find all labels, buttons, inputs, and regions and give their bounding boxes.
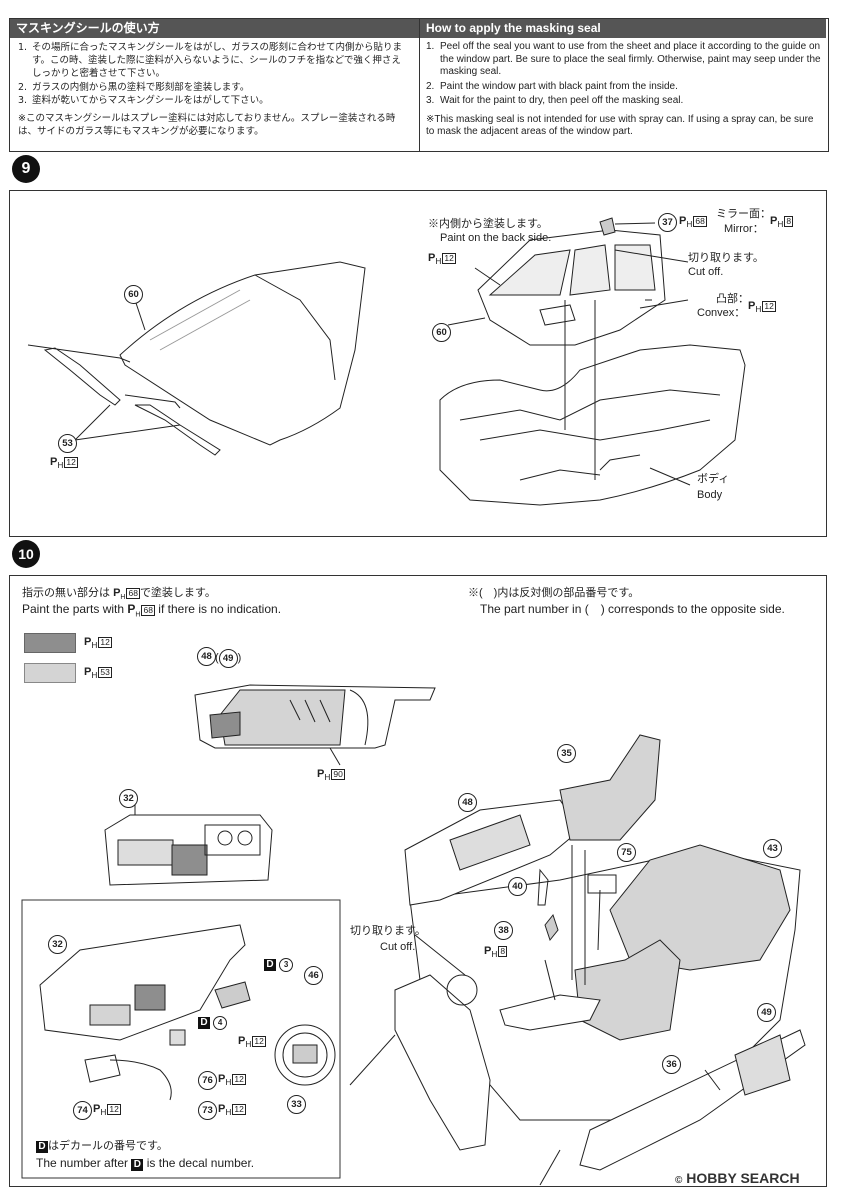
masking-divider <box>419 18 420 151</box>
inset-box <box>21 899 341 1179</box>
part-46-radio: 46 <box>304 966 323 985</box>
part-36-seat: 36 <box>662 1055 681 1074</box>
masking-en-title: How to apply the masking seal <box>420 19 826 38</box>
masking-en-steps: 1.Peel off the seal you want to use from… <box>426 41 822 139</box>
legend-swatch-dark <box>24 633 76 653</box>
dash-cutoff-panel <box>394 974 491 1151</box>
part-32-inset: 32 <box>48 935 67 954</box>
body-outline <box>439 344 746 506</box>
seat-36 <box>574 939 681 1041</box>
part-32-dashboard: 32 <box>119 789 138 808</box>
mirror-face-en: Mirror： <box>724 223 764 235</box>
decal-icon: D <box>198 1017 210 1029</box>
part-33-wheel: 33 <box>287 1095 306 1114</box>
part-49-door: 49 <box>757 1003 776 1022</box>
part-35-seat: 35 <box>557 744 576 763</box>
wiper-right <box>124 394 181 409</box>
seat-35 <box>559 734 661 841</box>
opposite-note-en: The part number in ( ) corresponds to th… <box>480 602 785 616</box>
body-jp: ボディ <box>697 473 730 485</box>
masking-jp-step: 2.ガラスの内側から黒の塗料で彫刻部を塗装します。 <box>18 82 250 93</box>
part-76-bracket: 76 <box>198 1071 217 1090</box>
masking-en-step: 2.Paint the window part with black paint… <box>426 80 678 92</box>
back-side-en: Paint on the back side. <box>440 232 552 244</box>
cutoff-en-10: Cut off. <box>380 941 416 953</box>
body-en: Body <box>697 489 723 501</box>
masking-en-step: 3.Wait for the paint to dry, then peel o… <box>426 95 684 106</box>
part-37-mirror: 37 <box>658 213 677 232</box>
cutoff-jp-10: 切り取ります。 <box>350 925 426 937</box>
windshield-outline <box>119 261 366 446</box>
decal-icon: D <box>131 1159 144 1171</box>
mirror-face-jp: ミラー面： <box>716 208 771 220</box>
cutoff-en: Cut off. <box>688 266 724 278</box>
part-73-mic: 73 <box>198 1101 217 1120</box>
step-10-number: 10 <box>12 540 40 568</box>
decal-icon: D <box>264 959 276 971</box>
step-9-number: 9 <box>12 155 40 183</box>
masking-jp-title: マスキングシールの使い方 <box>10 19 419 38</box>
convex-jp: 凸部： <box>716 293 749 305</box>
part-53-wiper: 53 <box>58 434 77 453</box>
part-48-door: 48 <box>458 793 477 812</box>
legend-swatch-light <box>24 663 76 683</box>
masking-en-note: ※This masking seal is not intended for u… <box>426 113 814 138</box>
decal-note-en: The number after D is the decal number. <box>36 1156 255 1171</box>
part-74-cb: 74 <box>73 1101 92 1120</box>
part-49-opposite: (49) <box>215 649 241 668</box>
step-9-panel <box>9 190 827 537</box>
part-60-windshield: 60 <box>124 285 143 304</box>
part-60-window: 60 <box>432 323 451 342</box>
opposite-note-jp: ※( )内は反対側の部品番号です。 <box>468 587 640 599</box>
part-75-shifter: 75 <box>617 843 636 862</box>
masking-jp-step: 3.塗料が乾いてからマスキングシールをはがして下さい。 <box>18 95 269 106</box>
part-48-door-label: 48 <box>197 647 216 666</box>
convex-en: Convex： <box>697 307 746 319</box>
part-40-lever: 40 <box>508 877 527 896</box>
decal-icon: D <box>36 1141 48 1153</box>
mirror-part <box>599 217 616 236</box>
masking-en-step: 1.Peel off the seal you want to use from… <box>426 41 821 77</box>
back-side-jp: ※内側から塗装します。 <box>428 218 548 230</box>
step-10-panel <box>9 575 827 1187</box>
masking-jp-steps: 1.その場所に合ったマスキングシールをはがし、ガラスの彫刻に合わせて内側から貼り… <box>18 41 410 138</box>
masking-jp-step: 1.その場所に合ったマスキングシールをはがし、ガラスの彫刻に合わせて内側から貼り… <box>18 42 403 79</box>
masking-jp-note: ※このマスキングシールはスプレー塗料には対応しておりません。スプレー塗装される時… <box>18 113 396 137</box>
watermark: © HOBBY SEARCH <box>675 1170 800 1186</box>
decal-3-label: D 3 <box>264 958 294 972</box>
part-38-knob: 38 <box>494 921 513 940</box>
window-part-outline <box>477 229 666 346</box>
wiper-left <box>27 344 131 363</box>
decal-4-label: D 4 <box>198 1016 228 1030</box>
cutoff-jp: 切り取ります。 <box>688 252 764 264</box>
part-43-rear-seat: 43 <box>763 839 782 858</box>
